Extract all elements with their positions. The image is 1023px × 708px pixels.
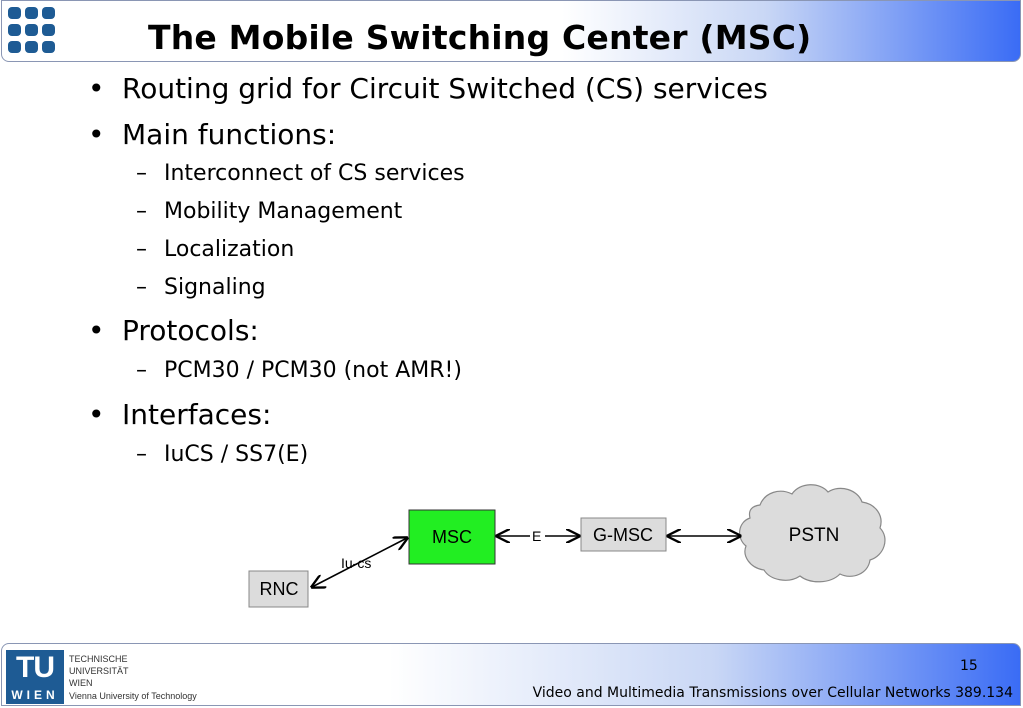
sub-bullet-item: –Mobility Management <box>136 199 403 224</box>
rnc-box <box>248 570 309 608</box>
tu-logo-text: TU <box>16 651 55 684</box>
gmsc-label: G-MSC <box>593 525 653 545</box>
university-line: UNIVERSITÄT <box>69 666 129 676</box>
sub-bullet-item: –IuCS / SS7(E) <box>136 442 309 467</box>
sub-bullet-text: Interconnect of CS services <box>164 161 465 186</box>
e-label: E <box>532 528 541 544</box>
sub-bullet-text: Localization <box>164 237 295 262</box>
bullet-text: Protocols: <box>122 314 259 347</box>
bullet-text: Main functions: <box>122 118 337 151</box>
course-title: Video and Multimedia Transmissions over … <box>532 685 1013 701</box>
bullet-item: •Interfaces: <box>88 398 272 431</box>
sub-bullet-text: Mobility Management <box>164 199 403 224</box>
sub-bullet-text: PCM30 / PCM30 (not AMR!) <box>164 358 462 383</box>
sub-bullet-item: –Signaling <box>136 275 266 300</box>
msc-box <box>408 509 496 565</box>
sub-bullet-text: IuCS / SS7(E) <box>164 442 309 467</box>
page-title: The Mobile Switching Center (MSC) <box>148 18 812 57</box>
university-line: TECHNISCHE <box>69 654 128 664</box>
bullet-item: •Main functions: <box>88 118 337 151</box>
iucs-link <box>312 538 407 587</box>
header-bar <box>1 0 1021 62</box>
university-line: Vienna University of Technology <box>69 691 197 701</box>
iucs-label: Iu-cs <box>341 555 371 571</box>
gmsc-box <box>580 517 667 552</box>
bullet-item: •Protocols: <box>88 314 259 347</box>
logo-grid-icon <box>8 7 56 55</box>
sub-bullet-item: –PCM30 / PCM30 (not AMR!) <box>136 358 462 383</box>
page-number: 15 <box>960 658 978 674</box>
bullet-text: Interfaces: <box>122 398 272 431</box>
rnc-label: RNC <box>260 579 299 599</box>
pstn-label: PSTN <box>789 525 840 546</box>
sub-bullet-item: –Interconnect of CS services <box>136 161 465 186</box>
bullet-item: •Routing grid for Circuit Switched (CS) … <box>88 72 768 105</box>
tu-logo <box>6 650 64 704</box>
sub-bullet-text: Signaling <box>164 275 266 300</box>
tu-logo-wien: WIEN <box>11 688 59 702</box>
bullet-text: Routing grid for Circuit Switched (CS) s… <box>122 72 768 105</box>
msc-label: MSC <box>432 527 472 547</box>
sub-bullet-item: –Localization <box>136 237 295 262</box>
university-line: WIEN <box>69 678 93 688</box>
pstn-cloud <box>739 484 886 583</box>
university-name-block <box>65 650 199 704</box>
